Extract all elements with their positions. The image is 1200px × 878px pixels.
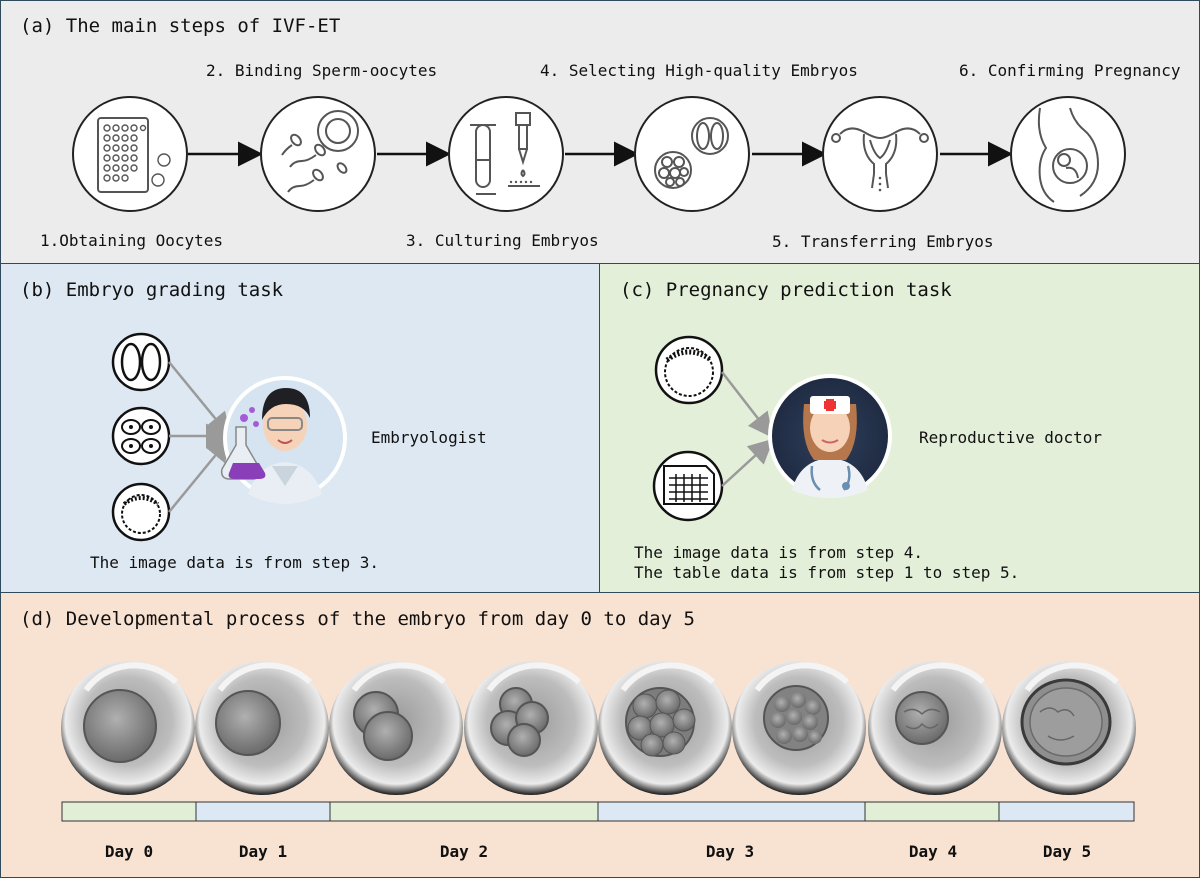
embryo-image-day-4 — [868, 661, 1002, 795]
oocyte-plate-icon — [72, 96, 188, 212]
day-5-label: Day 5 — [1042, 842, 1092, 861]
pregnancy-prediction-inputs — [652, 335, 774, 522]
panel-d-title: (d) Developmental process of the embryo … — [20, 608, 695, 630]
step-4-label: 4. Selecting High-quality Embryos — [540, 61, 858, 80]
panel-ivf-steps — [0, 0, 1200, 265]
embryologist-avatar — [220, 376, 347, 504]
step-2-label: 2. Binding Sperm-oocytes — [206, 61, 438, 80]
table-data-icon — [652, 450, 724, 522]
panel-c-note-image: The image data is from step 4. — [634, 543, 923, 562]
test-tube-pipette-icon — [448, 96, 564, 212]
embryo-image-day-0 — [61, 661, 195, 795]
panel-c-title: (c) Pregnancy prediction task — [620, 279, 952, 301]
day-timeline — [61, 801, 1135, 822]
embryo-microscopy-row — [61, 661, 1136, 795]
embryo-image-day-2-a — [329, 661, 463, 795]
step-1-label: 1.Obtaining Oocytes — [40, 231, 224, 250]
two-cell-embryo-icon — [111, 332, 171, 392]
day-4-label: Day 4 — [908, 842, 958, 861]
step-6-label: 6. Confirming Pregnancy — [959, 61, 1181, 80]
reproductive-doctor-label: Reproductive doctor — [919, 428, 1103, 447]
blastocyst-icon — [111, 482, 171, 542]
day-2-label: Day 2 — [439, 842, 489, 861]
pregnancy-icon — [1010, 96, 1126, 212]
panel-b-title: (b) Embryo grading task — [20, 279, 284, 301]
step-3-label: 3. Culturing Embryos — [406, 231, 599, 250]
uterus-icon — [822, 96, 938, 212]
day-3-label: Day 3 — [705, 842, 755, 861]
embryo-cells-icon — [634, 96, 750, 212]
embryologist-label: Embryologist — [371, 428, 487, 447]
timeline-segment-day-2 — [329, 801, 599, 822]
embryo-grading-inputs — [111, 332, 232, 542]
blastocyst-image-icon — [654, 335, 724, 405]
timeline-segment-day-3 — [597, 801, 866, 822]
day-0-label: Day 0 — [104, 842, 154, 861]
day-1-label: Day 1 — [238, 842, 288, 861]
timeline-segment-day-0 — [61, 801, 197, 822]
step-5-label: 5. Transferring Embryos — [772, 232, 994, 251]
sperm-oocyte-icon — [260, 96, 376, 212]
embryo-image-day-2-b — [464, 661, 598, 795]
timeline-segment-day-5 — [998, 801, 1135, 822]
embryo-image-day-1-a — [195, 661, 329, 795]
timeline-segment-day-4 — [864, 801, 1000, 822]
panel-a-title: (a) The main steps of IVF-ET — [20, 15, 341, 37]
embryo-image-day-3-a — [598, 661, 732, 795]
four-cell-embryo-icon — [111, 406, 171, 466]
reproductive-doctor-avatar — [768, 374, 892, 498]
timeline-segment-day-1 — [195, 801, 331, 822]
panel-b-note: The image data is from step 3. — [90, 553, 379, 572]
embryo-image-day-3-b — [732, 661, 866, 795]
embryo-image-day-5 — [1002, 661, 1136, 795]
panel-c-note-table: The table data is from step 1 to step 5. — [634, 563, 1020, 582]
